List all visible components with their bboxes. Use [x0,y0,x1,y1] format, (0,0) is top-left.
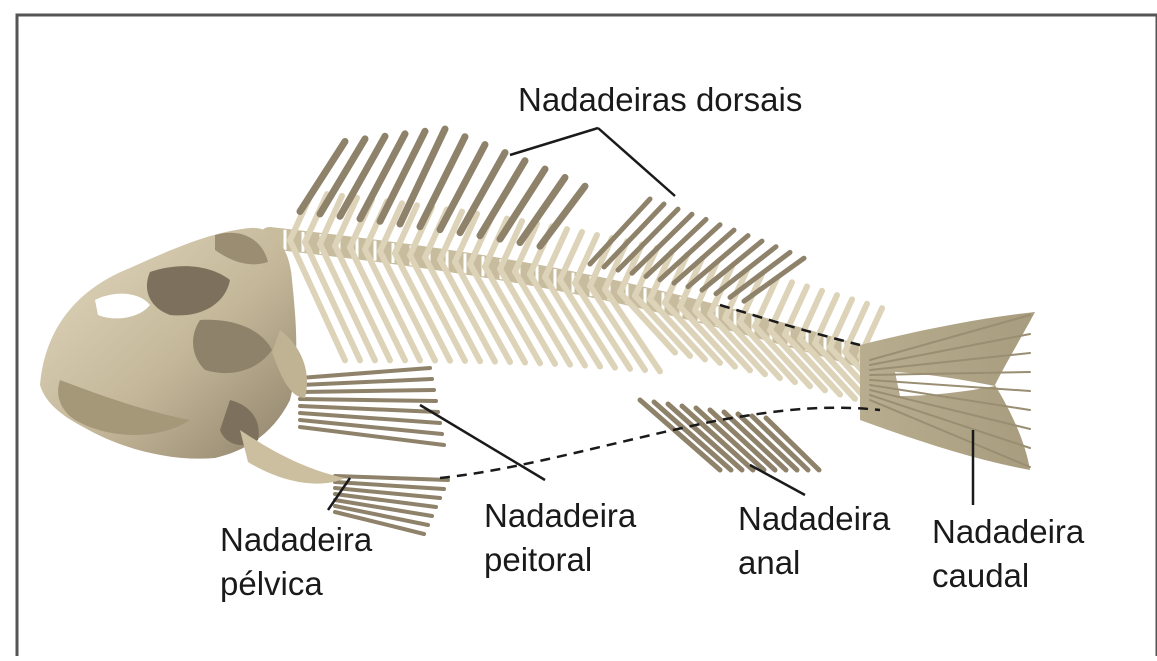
label-dorsal-text: Nadadeiras dorsais [518,78,802,122]
label-pectoral-fin: Nadadeira peitoral [484,494,636,582]
label-dorsal-fins: Nadadeiras dorsais [518,78,802,122]
pectoral-fin-ray [300,390,434,392]
caudal-fin [860,312,1035,470]
label-pelvic-line1: Nadadeira [220,518,372,562]
rib [290,240,345,360]
label-pelvic-line2: pélvica [220,562,372,606]
label-caudal-line1: Nadadeira [932,510,1084,554]
leader-dorsal-2 [598,128,675,196]
label-pectoral-line1: Nadadeira [484,494,636,538]
label-pectoral-line2: peitoral [484,538,636,582]
pectoral-fin-ray [300,406,438,412]
rib [305,242,360,360]
label-anal-line1: Nadadeira [738,497,890,541]
skull [40,228,296,459]
pectoral-fin-ray [300,379,432,385]
rib [320,244,375,360]
anal-fin-ray [766,418,819,470]
label-pelvic-fin: Nadadeira pélvica [220,518,372,606]
rib [335,246,390,361]
label-anal-fin: Nadadeira anal [738,497,890,585]
pectoral-fin-ray [300,399,436,401]
leader-dorsal-1 [510,128,598,155]
label-caudal-fin: Nadadeira caudal [932,510,1084,598]
label-caudal-line2: caudal [932,554,1084,598]
pelvic-fin-ray [335,476,448,480]
pectoral-fin-ray [300,427,444,445]
dorsal-spine [500,169,545,239]
dorsal-spine [460,153,505,233]
pectoral-fin-ray [300,368,430,378]
dorsal-spine [520,178,565,243]
label-anal-line2: anal [738,541,890,585]
